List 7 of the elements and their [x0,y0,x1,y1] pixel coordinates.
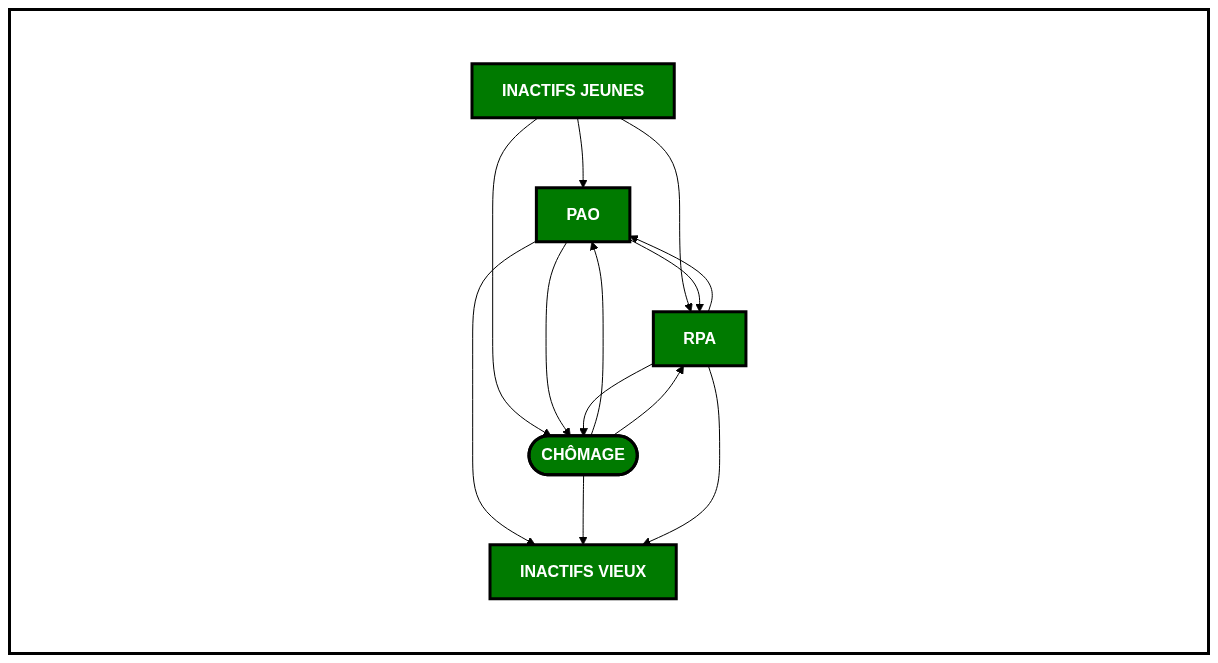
node-box: INACTIFS JEUNES [470,62,676,120]
arrow [579,363,654,437]
node-box: INACTIFS VIEUX [488,543,678,601]
arrow [472,240,537,546]
node-box: PAO [534,186,632,244]
arrow [578,475,588,546]
node-box: RPA [651,310,748,368]
